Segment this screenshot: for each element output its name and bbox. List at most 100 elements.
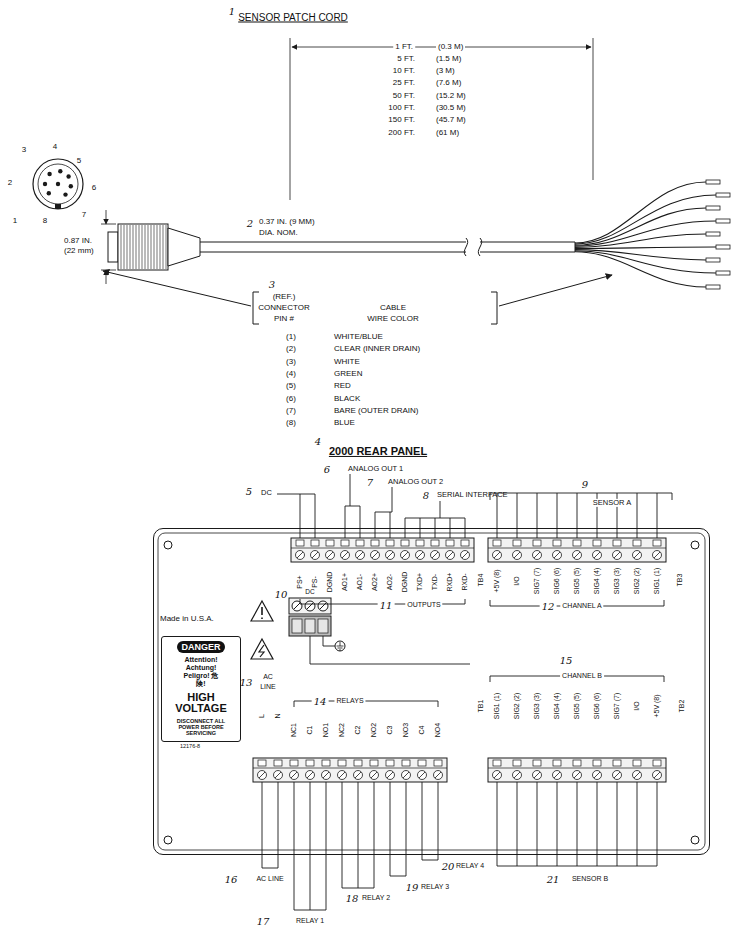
cable-break	[478, 238, 481, 256]
terminal-screw	[341, 551, 350, 560]
dimension-label: 0.37 IN. (9 MM)	[259, 218, 315, 227]
table-header: PIN #	[274, 315, 294, 324]
terminal-screw	[418, 771, 427, 780]
connector-key	[55, 204, 61, 209]
pin-number: 6	[92, 184, 96, 193]
wire-entry	[290, 760, 298, 766]
callout-number: 4	[315, 436, 321, 447]
knurl-line	[121, 225, 122, 269]
cable-wire	[575, 250, 706, 260]
screw-slot	[312, 552, 318, 558]
terminal-screw	[311, 551, 320, 560]
knurl-line	[157, 225, 158, 269]
terminal-screw	[356, 551, 365, 560]
pin-label: AO1-	[356, 574, 364, 590]
dimension-label: (7.6 M)	[436, 79, 461, 88]
wire-entry	[461, 540, 469, 546]
connector-pin	[56, 182, 60, 186]
wire-entry	[402, 760, 410, 766]
terminal-divider	[291, 548, 474, 549]
pin-label: TB1	[477, 700, 485, 713]
wire-entry	[338, 760, 346, 766]
wire-entry	[533, 760, 541, 766]
wire-ferrule	[716, 219, 730, 223]
screw-slot	[323, 772, 329, 778]
leader-line	[262, 782, 263, 868]
terminal-divider	[253, 768, 447, 769]
text-label: CHANNEL B	[560, 672, 604, 680]
table-cell: (5)	[286, 382, 296, 391]
extension-line	[290, 38, 593, 200]
table-header: WIRE COLOR	[367, 315, 419, 324]
table-cell: (8)	[286, 419, 296, 428]
pin-label: C3	[386, 726, 394, 735]
table-cell: CLEAR (INNER DRAIN)	[334, 345, 420, 354]
dimension-label: (1.5 M)	[436, 55, 461, 64]
wire-entry	[386, 760, 394, 766]
table-cell: (1)	[286, 333, 296, 342]
screw-slot	[654, 772, 660, 778]
leader-line	[310, 782, 311, 910]
terminal-screw	[533, 771, 542, 780]
screw-slot	[387, 552, 393, 558]
screw-slot	[554, 772, 560, 778]
wire-entry	[593, 540, 601, 546]
pin-label: DGND	[326, 572, 334, 593]
pin-label: NO4	[434, 723, 442, 737]
leader-line	[438, 782, 439, 860]
terminal-screw	[322, 771, 331, 780]
drawing-title: SENSOR PATCH CORD	[238, 12, 348, 23]
leader-line	[375, 512, 392, 513]
wire-entry	[296, 540, 304, 546]
screw-slot	[594, 772, 600, 778]
part-number: 12176-8	[180, 743, 200, 749]
mounting-hole	[691, 541, 699, 549]
table-cell: (4)	[286, 369, 296, 378]
screw-slot	[494, 552, 500, 558]
terminal-screw	[493, 771, 502, 780]
screw-slot	[259, 772, 265, 778]
knurl-line	[142, 225, 143, 269]
terminal-screw	[434, 771, 443, 780]
leader-line	[497, 866, 657, 867]
ground-symbol	[335, 641, 345, 651]
terminal-block	[291, 538, 474, 562]
table-cell: (3)	[286, 357, 296, 366]
leader-line	[406, 782, 407, 876]
terminal-screw	[306, 771, 315, 780]
cable-wire	[575, 208, 706, 245]
callout-number: 3	[269, 279, 275, 290]
dimension-label: 100 FT.	[388, 104, 415, 113]
wire-entry	[311, 540, 319, 546]
leader-line	[422, 860, 438, 861]
pin-number: 4	[53, 143, 57, 152]
node-text: HIGH VOLTAGE	[165, 692, 237, 715]
pin-label: C2	[354, 726, 362, 735]
leader-line	[345, 506, 346, 538]
leader-line	[577, 782, 578, 866]
terminal-screw	[258, 771, 267, 780]
knurl-line	[127, 225, 128, 269]
terminal-screw	[633, 771, 642, 780]
pin-label: I/O	[513, 576, 521, 585]
cable-jacket	[480, 242, 575, 252]
wire-entry	[446, 540, 454, 546]
cable-wire	[575, 247, 716, 249]
section-heading: 2000 REAR PANEL	[329, 445, 427, 457]
leader-line	[577, 493, 578, 538]
terminal-cell	[318, 619, 328, 633]
ground-wire	[323, 636, 335, 646]
dimension-label: 200 FT.	[388, 129, 415, 138]
screw-slot	[432, 552, 438, 558]
pointer-arrow	[103, 271, 251, 306]
connector-pin	[69, 184, 73, 188]
wire-entry	[386, 540, 394, 546]
screw-slot	[403, 772, 409, 778]
pin-label: RXD+	[446, 573, 454, 592]
screw-slot	[327, 552, 333, 558]
shock-triangle	[251, 639, 273, 659]
pin-label: +5V (8)	[653, 694, 661, 717]
dimension-label: 10 FT.	[393, 67, 415, 76]
terminal-screw	[371, 551, 380, 560]
